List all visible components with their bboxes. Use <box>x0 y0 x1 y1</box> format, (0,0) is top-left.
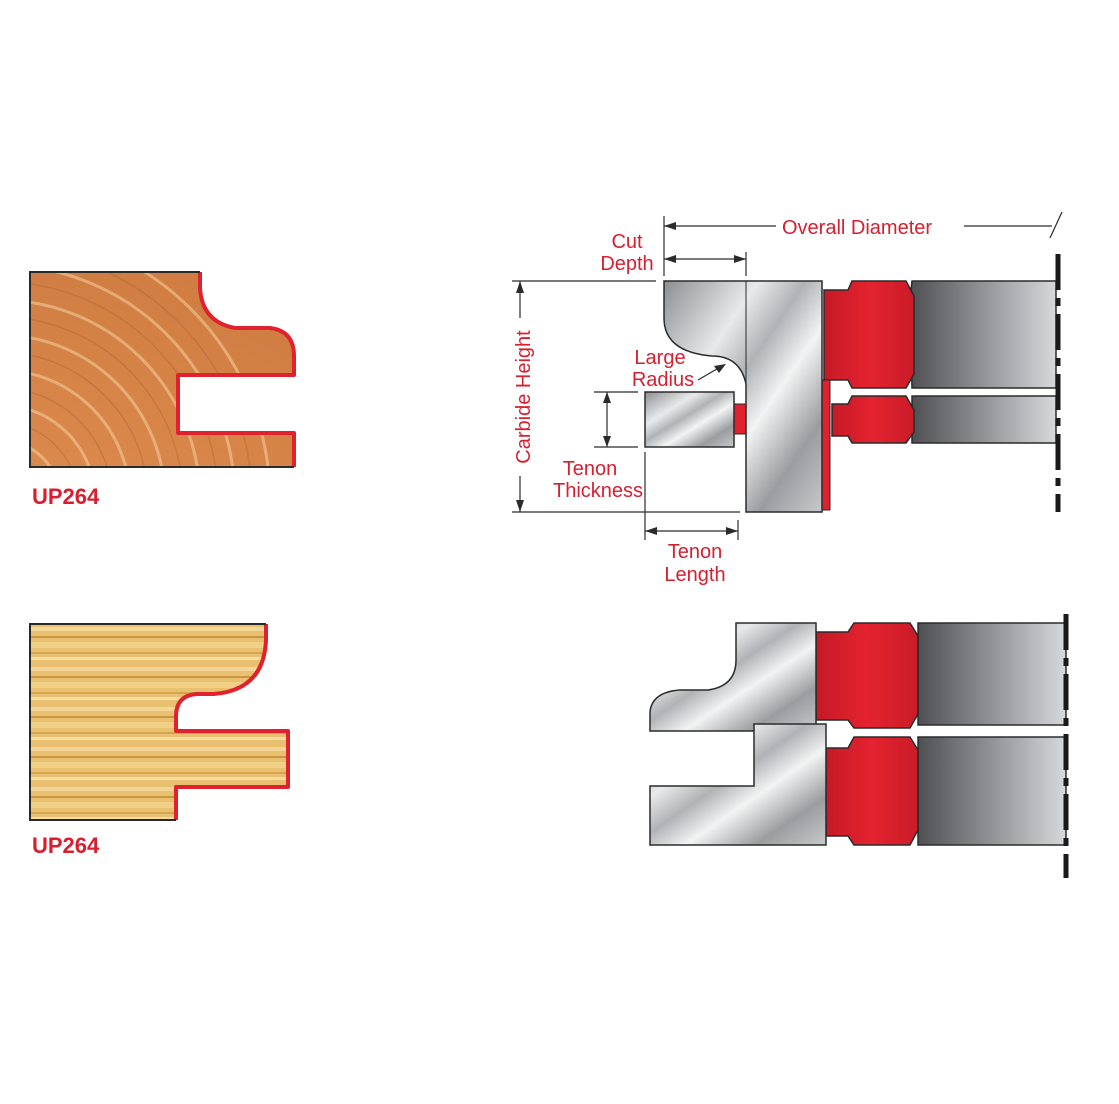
dimension-lines <box>512 211 1063 540</box>
profile-1-code: UP264 <box>32 484 100 509</box>
profile-2-wood <box>29 623 290 821</box>
label-tenon-length-2: Length <box>664 564 725 586</box>
label-large-radius-2: Radius <box>632 369 694 391</box>
cutter-2-illustration <box>649 614 1069 878</box>
cutter-1-illustration <box>644 254 1061 513</box>
label-overall-diameter: Overall Diameter <box>782 217 932 239</box>
label-large-radius-1: Large <box>634 347 685 369</box>
label-tenon-length-1: Tenon <box>668 541 723 563</box>
label-tenon-thickness-2: Thickness <box>553 480 643 502</box>
label-cut-depth-2: Depth <box>600 253 653 275</box>
label-cut-depth-1: Cut <box>611 231 643 253</box>
label-carbide-height: Carbide Height <box>513 330 535 464</box>
profile-2-code: UP264 <box>32 833 100 858</box>
profile-1-wood <box>29 271 296 468</box>
label-tenon-thickness-1: Tenon <box>563 458 618 480</box>
